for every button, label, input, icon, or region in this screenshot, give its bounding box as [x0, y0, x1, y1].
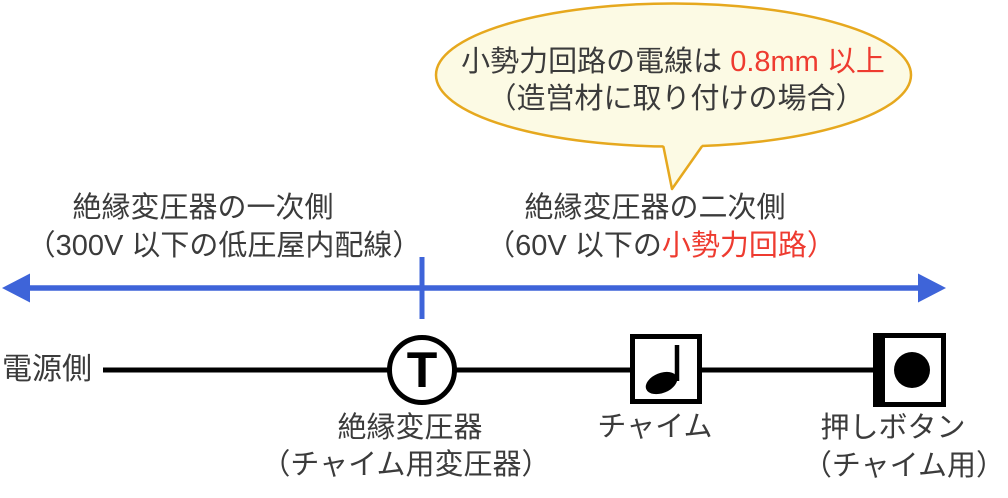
range-arrow-left-arrowhead-icon [2, 273, 30, 303]
range-arrow-right-arrowhead-icon [918, 273, 946, 303]
primary-region-label-line1: 絶縁変圧器の一次側 [72, 192, 334, 224]
secondary-region-label-line2-highlight: 小勢力回路） [661, 230, 836, 262]
callout-line1-text: 小勢力回路の電線は [461, 46, 731, 78]
power-source-label: 電源側 [2, 353, 92, 386]
push-button-label-line1: 押しボタン [820, 412, 966, 444]
callout-line1: 小勢力回路の電線は 0.8mm 以上 [461, 47, 885, 77]
transformer-symbol-letter: T [407, 342, 438, 398]
secondary-region-label-line1: 絶縁変圧器の二次側 [524, 192, 786, 224]
speech-bubble-tail-outline [662, 145, 703, 191]
transformer-label-line2: （チャイム用変圧器） [261, 449, 551, 481]
primary-region-label-line2: （300V 以下の低圧屋内配線） [26, 230, 422, 262]
secondary-region-label-line2: （60V 以下の小勢力回路） [486, 231, 836, 261]
transformer-label-line1: 絶縁変圧器 [337, 412, 483, 444]
push-button-label-line2: （チャイム用） [802, 450, 1006, 482]
push-button-wall-bar-icon [873, 333, 885, 407]
chime-label: チャイム [597, 411, 713, 443]
callout-line1-highlight: 0.8mm 以上 [730, 46, 885, 78]
speech-bubble-tail-fill [661, 127, 714, 189]
push-button-dot-icon [894, 352, 930, 388]
chime-note-head-icon [645, 371, 678, 395]
callout-line2: （造営材に取り付けの場合） [487, 83, 865, 115]
secondary-region-label-line2-text: （60V 以下の [486, 230, 662, 262]
transformer-circle-icon [387, 335, 457, 405]
